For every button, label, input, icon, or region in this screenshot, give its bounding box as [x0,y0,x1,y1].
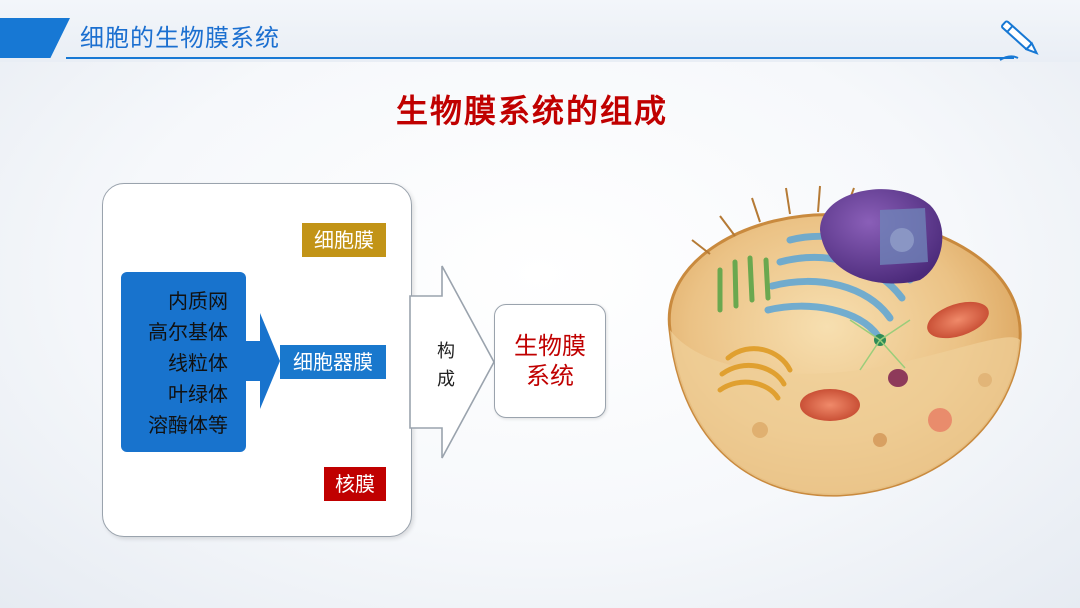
result-box: 生物膜 系统 [494,304,606,418]
organelle-item: 叶绿体 [168,382,228,406]
header-underline [66,57,1014,59]
arrow-char: 构 [437,341,455,362]
header-band [0,0,1080,62]
result-line: 系统 [526,362,574,390]
organelle-item: 内质网 [168,289,228,313]
organelle-item: 线粒体 [168,351,228,375]
organelle-item: 高尔基体 [148,320,228,344]
header-title: 细胞的生物膜系统 [80,24,280,52]
organelle-membrane-label: 细胞器膜 [280,345,386,379]
main-title: 生物膜系统的组成 [395,92,668,130]
arrow-text: 构 成 [434,338,458,394]
organelle-item: 溶酶体等 [148,413,228,437]
cell-illustration [667,185,1022,497]
constitutes-arrow-icon [409,265,495,459]
cell-membrane-label: 细胞膜 [302,223,386,257]
pen-icon [999,20,1039,61]
organelle-list: 内质网 高尔基体 线粒体 叶绿体 溶酶体等 [121,272,246,452]
arrow-char: 成 [437,369,455,390]
nuclear-membrane-label: 核膜 [324,467,386,501]
organelle-arrow-icon [244,313,280,409]
result-line: 生物膜 [514,332,586,360]
